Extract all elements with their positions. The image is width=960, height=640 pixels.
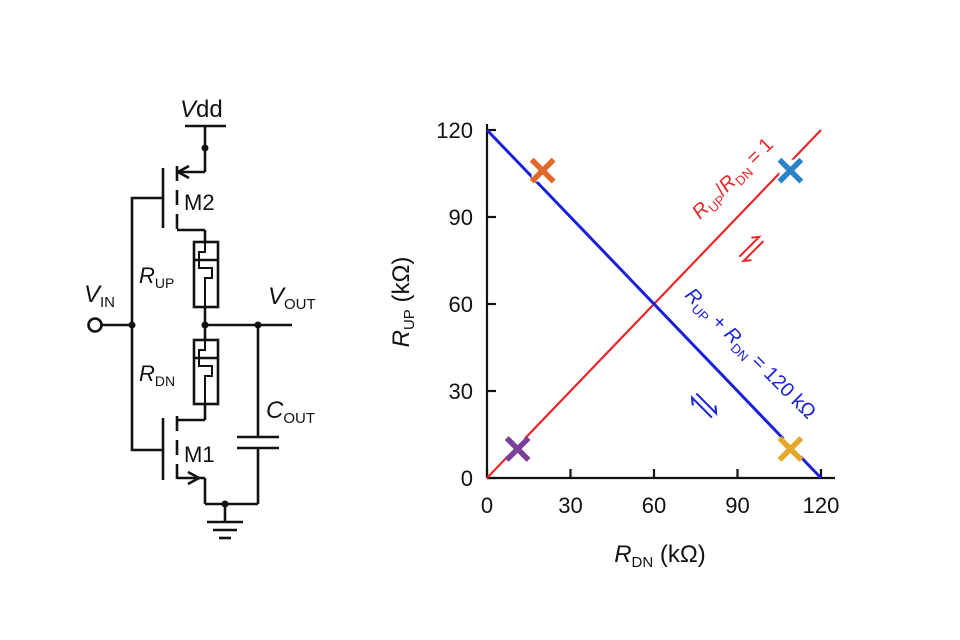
cout-label: COUT (266, 397, 315, 427)
vin-label: VIN (84, 281, 115, 311)
marker-stroke (777, 157, 804, 184)
chart-arrows (690, 235, 765, 419)
resistor-down (192, 325, 220, 420)
gate-wire-m1 (130, 325, 163, 452)
x-tick-label: 60 (642, 493, 666, 518)
y-tick-label: 90 (449, 205, 473, 230)
arrow-back (690, 395, 713, 419)
x-tick-label: 90 (725, 493, 749, 518)
y-axis-label: RUP (kΩ) (388, 257, 418, 348)
input-terminal (87, 317, 103, 333)
vout-label: VOUT (268, 283, 316, 313)
marker-stroke (504, 436, 531, 462)
chart-series (485, 128, 823, 480)
transistor-m2 (161, 164, 207, 242)
chart-markers (504, 157, 804, 462)
chart: 0 30 60 90 120 0 30 60 90 120 RUP (kΩ) RDN (kΩ) R… (388, 118, 839, 571)
resistor-up (192, 240, 220, 325)
y-tick-label: 60 (449, 292, 473, 317)
x-tick-label: 120 (803, 493, 840, 518)
ratio-line-label: RUP/RDN = 1 (688, 134, 780, 226)
sum-line (485, 128, 823, 480)
gate-wire-m2 (130, 196, 163, 325)
arrow-forward (695, 392, 718, 416)
capacitor-out (237, 325, 279, 504)
ratio-direction-arrows (738, 235, 765, 263)
ground-symbol (207, 520, 243, 540)
x-tick-label: 0 (481, 493, 493, 518)
marker-gold (777, 436, 804, 462)
marker-stroke (777, 436, 804, 462)
rdn-label: RDN (139, 361, 175, 389)
x-tick-label: 30 (558, 493, 582, 518)
marker-stroke (529, 157, 556, 184)
rup-label: RUP (139, 263, 174, 291)
m1-label: M1 (184, 442, 215, 467)
y-tick-label: 120 (436, 118, 473, 143)
marker-purple (504, 436, 531, 462)
sum-direction-arrows (690, 392, 718, 419)
circuit-schematic (87, 124, 292, 540)
y-tick-label: 30 (449, 379, 473, 404)
chart-axes: 0 30 60 90 120 0 30 60 90 120 (436, 118, 839, 518)
arrow-forward (738, 235, 762, 258)
vdd-label: Vdd (180, 96, 223, 123)
marker-orange (529, 157, 556, 184)
m2-label: M2 (184, 190, 215, 215)
marker-blue (777, 157, 804, 184)
arrow-back (740, 240, 765, 263)
y-tick-label: 0 (461, 466, 473, 491)
x-axis-label: RDN (kΩ) (614, 541, 706, 571)
